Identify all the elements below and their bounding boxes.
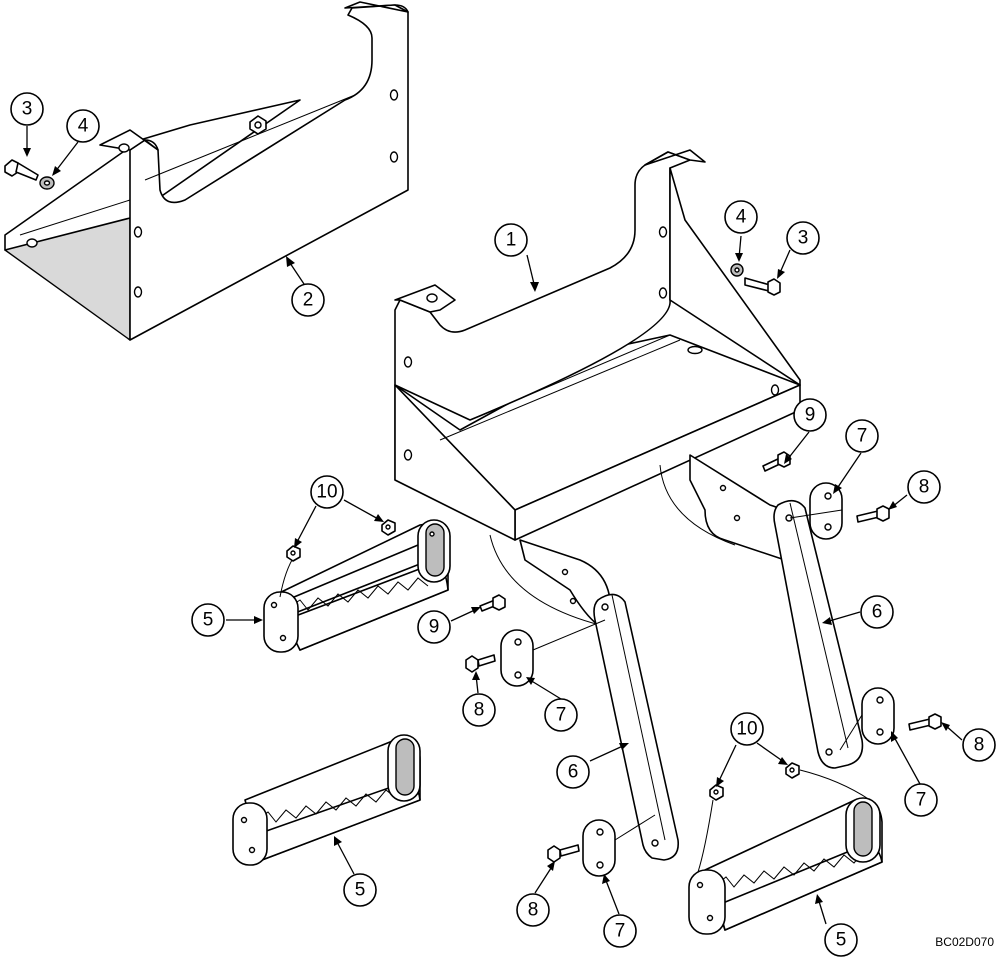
svg-text:8: 8: [528, 900, 539, 921]
callout-8: 8: [907, 470, 941, 504]
callout-5: 5: [191, 603, 225, 637]
callout-2: 2: [291, 283, 325, 317]
callout-7: 7: [603, 914, 637, 948]
callout-8: 8: [462, 693, 496, 727]
svg-text:5: 5: [203, 610, 214, 631]
callout-10: 10: [730, 712, 764, 746]
callout-4: 4: [724, 200, 758, 234]
callout-9: 9: [793, 398, 827, 432]
svg-text:7: 7: [857, 426, 868, 447]
svg-text:7: 7: [556, 705, 567, 726]
svg-text:3: 3: [22, 99, 33, 120]
svg-text:10: 10: [736, 719, 757, 740]
svg-text:5: 5: [836, 930, 847, 951]
svg-text:4: 4: [78, 116, 89, 137]
svg-text:1: 1: [506, 230, 517, 251]
callout-9: 9: [417, 610, 451, 644]
svg-text:8: 8: [919, 477, 930, 498]
hanger-strap-left: [593, 593, 680, 861]
hanger-strap-right: [773, 499, 864, 769]
callout-6: 6: [556, 755, 590, 789]
callout-1: 1: [494, 223, 528, 257]
callout-6: 6: [860, 595, 894, 629]
svg-text:7: 7: [916, 790, 927, 811]
spacer-plates: [500, 482, 895, 877]
callout-7: 7: [544, 698, 578, 732]
step-box-left: [4, 1, 409, 341]
mount-bracket-left: [489, 534, 612, 626]
callout-8: 8: [516, 893, 550, 927]
svg-text:9: 9: [805, 405, 816, 426]
step-box-main: [394, 149, 801, 541]
drawing-code: BC02D070: [935, 935, 994, 949]
svg-text:2: 2: [303, 290, 314, 311]
callout-10: 10: [310, 475, 344, 509]
callout-5: 5: [824, 923, 858, 957]
callout-7: 7: [904, 783, 938, 817]
svg-text:6: 6: [872, 602, 883, 623]
svg-text:10: 10: [316, 482, 337, 503]
step-tread-upper-left: [263, 519, 451, 653]
step-tread-lower-right: [688, 769, 883, 935]
svg-text:8: 8: [974, 735, 985, 756]
hardware: [4, 159, 942, 863]
svg-text:9: 9: [429, 617, 440, 638]
leader-lines: [23, 126, 963, 925]
svg-text:7: 7: [615, 921, 626, 942]
callout-3: 3: [10, 92, 44, 126]
callout-4: 4: [66, 109, 100, 143]
svg-text:4: 4: [736, 207, 747, 228]
callout-7: 7: [845, 419, 879, 453]
callout-8: 8: [962, 728, 996, 762]
callout-5: 5: [343, 873, 377, 907]
svg-text:8: 8: [474, 700, 485, 721]
svg-text:6: 6: [568, 762, 579, 783]
step-tread-lower-left: [232, 734, 421, 866]
svg-text:3: 3: [798, 228, 809, 249]
svg-text:5: 5: [355, 880, 366, 901]
callout-3: 3: [786, 221, 820, 255]
